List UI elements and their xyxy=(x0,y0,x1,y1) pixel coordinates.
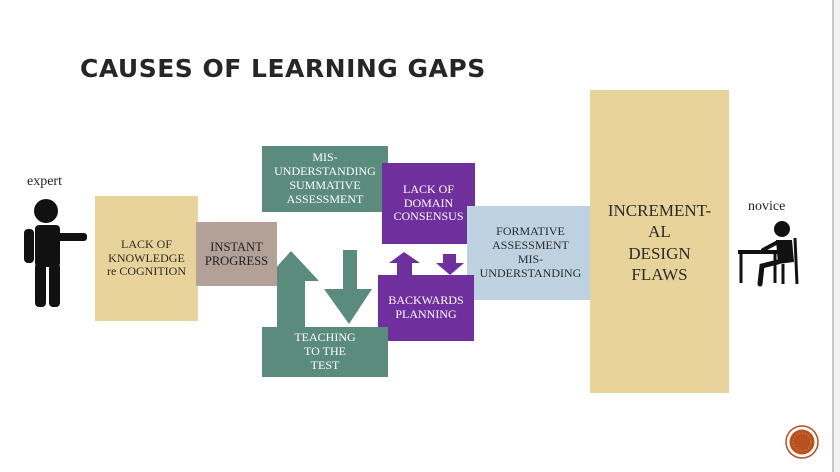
teal-arrows xyxy=(264,250,372,327)
box-line: UNDERSTANDING xyxy=(274,164,376,179)
expert-figure-icon xyxy=(24,199,87,307)
purple-up-arrow-icon xyxy=(389,252,420,275)
box-line: DESIGN xyxy=(628,243,691,263)
slide-title: CAUSES OF LEARNING GAPS xyxy=(80,54,486,83)
slide-edge-strip xyxy=(832,0,840,472)
backwards-planning-box: BACKWARDS PLANNING xyxy=(378,275,474,341)
box-line: LACK OF xyxy=(402,181,454,196)
box-line: SUMMATIVE xyxy=(289,178,361,192)
novice-label: novice xyxy=(748,199,786,214)
misunderstanding-summative-assessment-box: MIS- UNDERSTANDING SUMMATIVE ASSESSMENT xyxy=(262,146,388,212)
box-line: TEACHING xyxy=(294,330,356,345)
box-line: re COGNITION xyxy=(107,264,186,279)
box-line: FORMATIVE xyxy=(496,224,565,239)
box-line: UNDERSTANDING xyxy=(479,265,582,280)
slide-nav-button[interactable] xyxy=(785,425,819,459)
box-line: MIS- xyxy=(517,252,544,266)
instant-progress-box: INSTANT PROGRESS xyxy=(196,222,277,286)
box-line: PROGRESS xyxy=(204,254,269,268)
teal-up-arrow-icon xyxy=(264,251,319,327)
box-line: AL xyxy=(648,222,671,242)
box-line: FLAWS xyxy=(631,264,688,284)
teal-down-arrow-icon xyxy=(324,250,372,324)
purple-down-arrow-icon xyxy=(436,254,464,275)
lack-of-knowledge-box: LACK OF KNOWLEDGE re COGNITION xyxy=(95,196,198,321)
box-line: TO THE xyxy=(304,344,346,359)
box-line: INSTANT xyxy=(210,239,263,254)
box-line: TEST xyxy=(310,357,340,372)
box-line: CONSENSUS xyxy=(393,209,464,224)
box-line: ASSESSMENT xyxy=(286,191,364,206)
box-line: PLANNING xyxy=(395,307,457,321)
formative-assessment-misunderstanding-box: FORMATIVE ASSESSMENT MIS- UNDERSTANDING xyxy=(467,206,594,300)
box-line: INCREMENT- xyxy=(607,201,712,220)
teaching-to-the-test-box: TEACHING TO THE TEST xyxy=(262,327,388,377)
box-line: LACK OF xyxy=(120,236,172,251)
lack-of-domain-consensus-box: LACK OF DOMAIN CONSENSUS xyxy=(382,163,475,244)
box-line: MIS- xyxy=(312,150,338,165)
box-line: KNOWLEDGE xyxy=(108,250,185,265)
box-line: BACKWARDS xyxy=(388,293,464,308)
purple-arrows xyxy=(389,252,464,275)
expert-label: expert xyxy=(27,174,62,189)
incremental-design-flaws-box: INCREMENT- AL DESIGN FLAWS xyxy=(590,90,729,393)
novice-figure-icon xyxy=(738,221,799,287)
box-line: ASSESSMENT xyxy=(492,238,569,253)
box-line: DOMAIN xyxy=(403,195,454,210)
